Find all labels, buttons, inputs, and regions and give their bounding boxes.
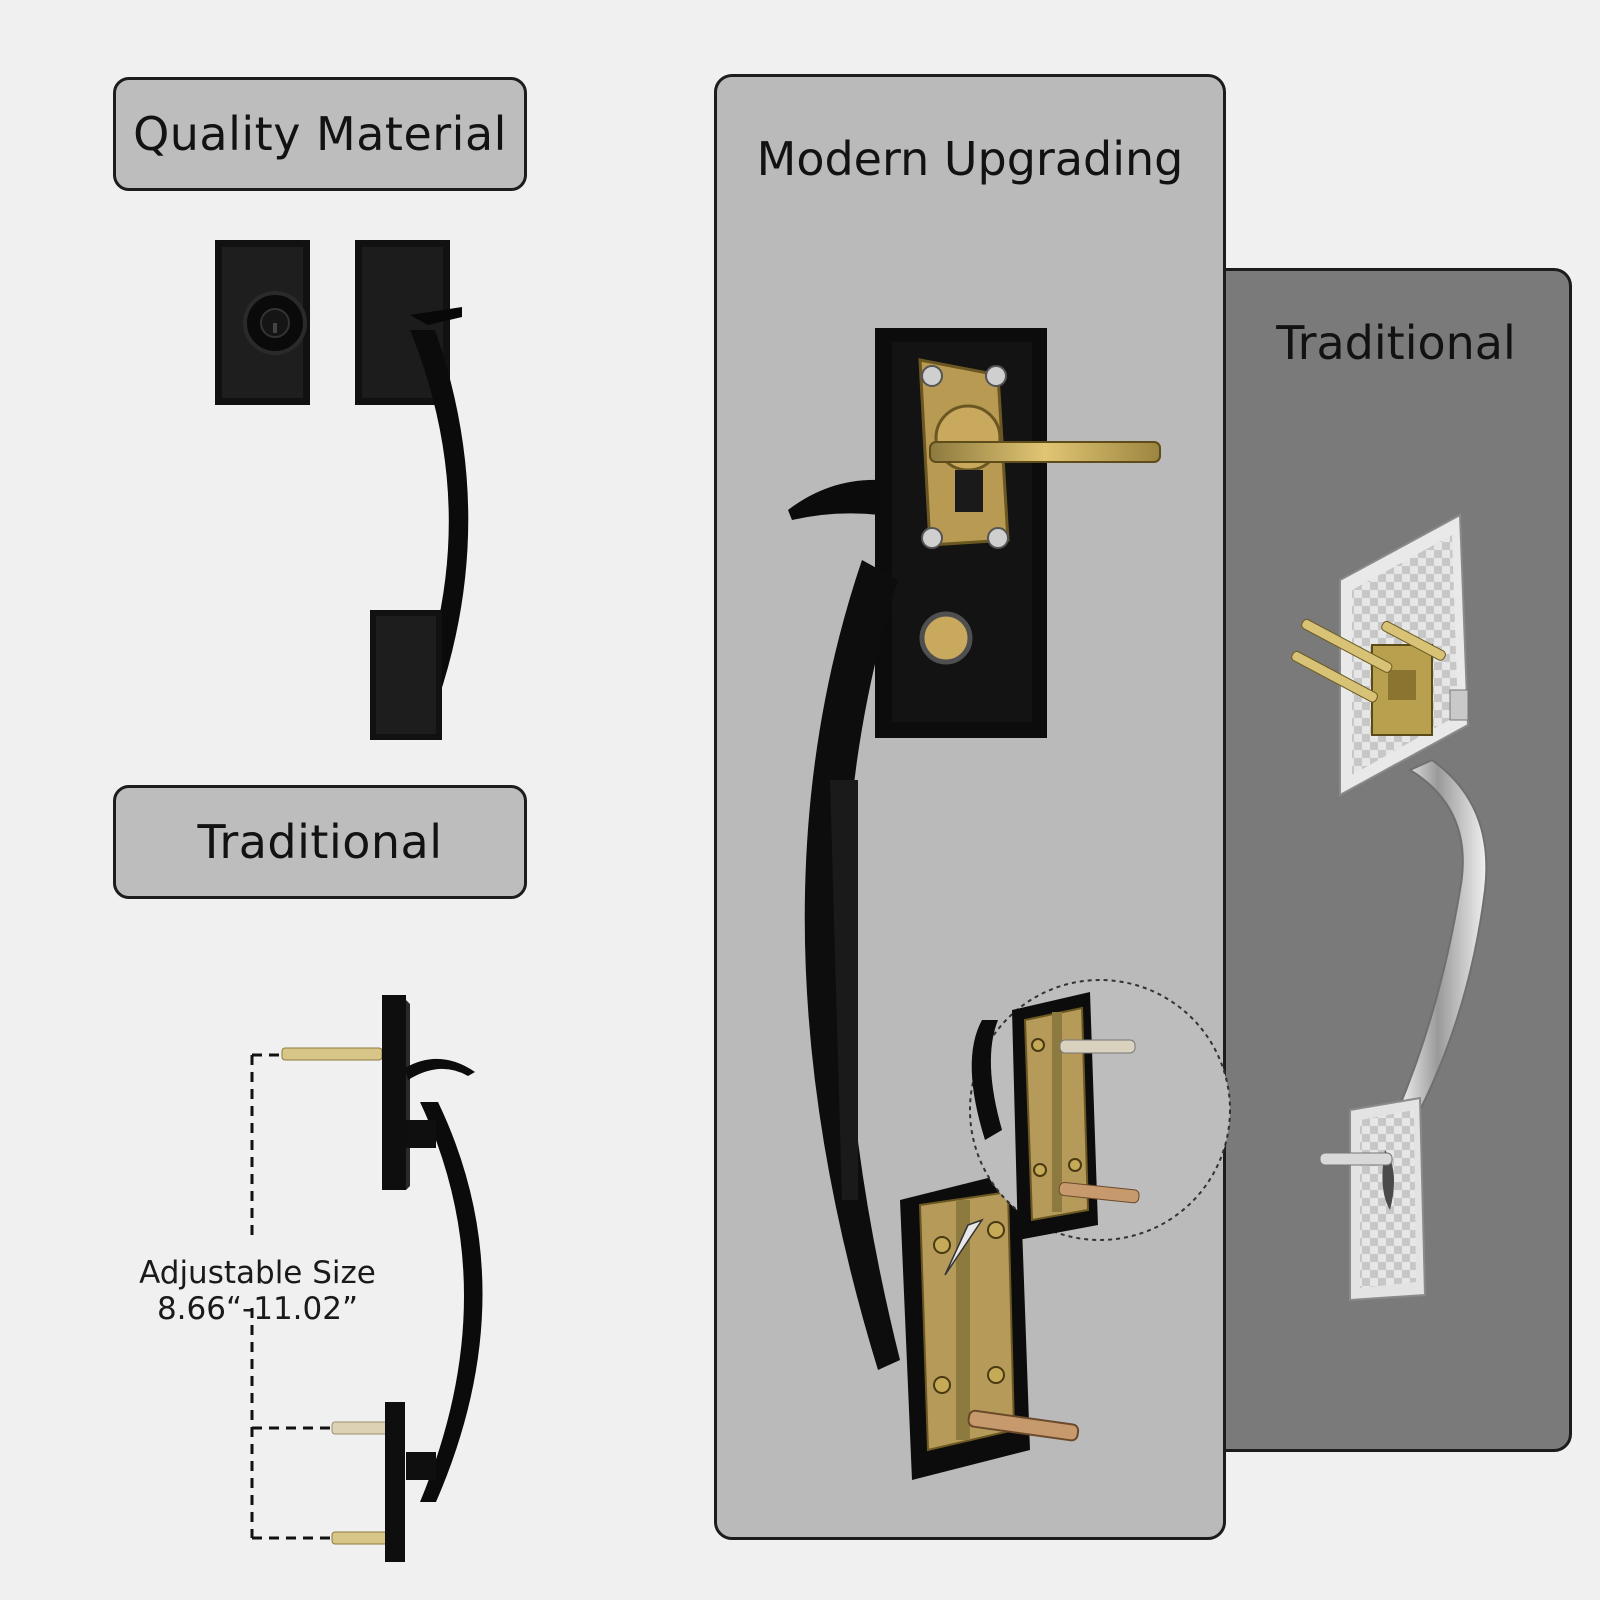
- label-traditional-left-text: Traditional: [197, 815, 443, 869]
- traditional-panel-title: Traditional: [1276, 316, 1516, 370]
- modern-upgrading-title: Modern Upgrading: [756, 132, 1184, 186]
- label-traditional-left: Traditional: [113, 785, 527, 899]
- adjustable-size-label: Adjustable Size 8.66“-11.02”: [120, 1255, 395, 1327]
- label-quality-material-text: Quality Material: [133, 107, 507, 161]
- modern-handle-image: [788, 328, 1231, 1480]
- adjustable-size-diagram: [250, 995, 483, 1562]
- traditional-chrome-handle-image: [1291, 513, 1488, 1302]
- adjustable-size-range: 8.66“-11.02”: [156, 1291, 359, 1327]
- adjustable-size-title: Adjustable Size: [139, 1255, 376, 1291]
- label-quality-material: Quality Material: [113, 77, 527, 191]
- quality-lock-set-image: [215, 240, 469, 740]
